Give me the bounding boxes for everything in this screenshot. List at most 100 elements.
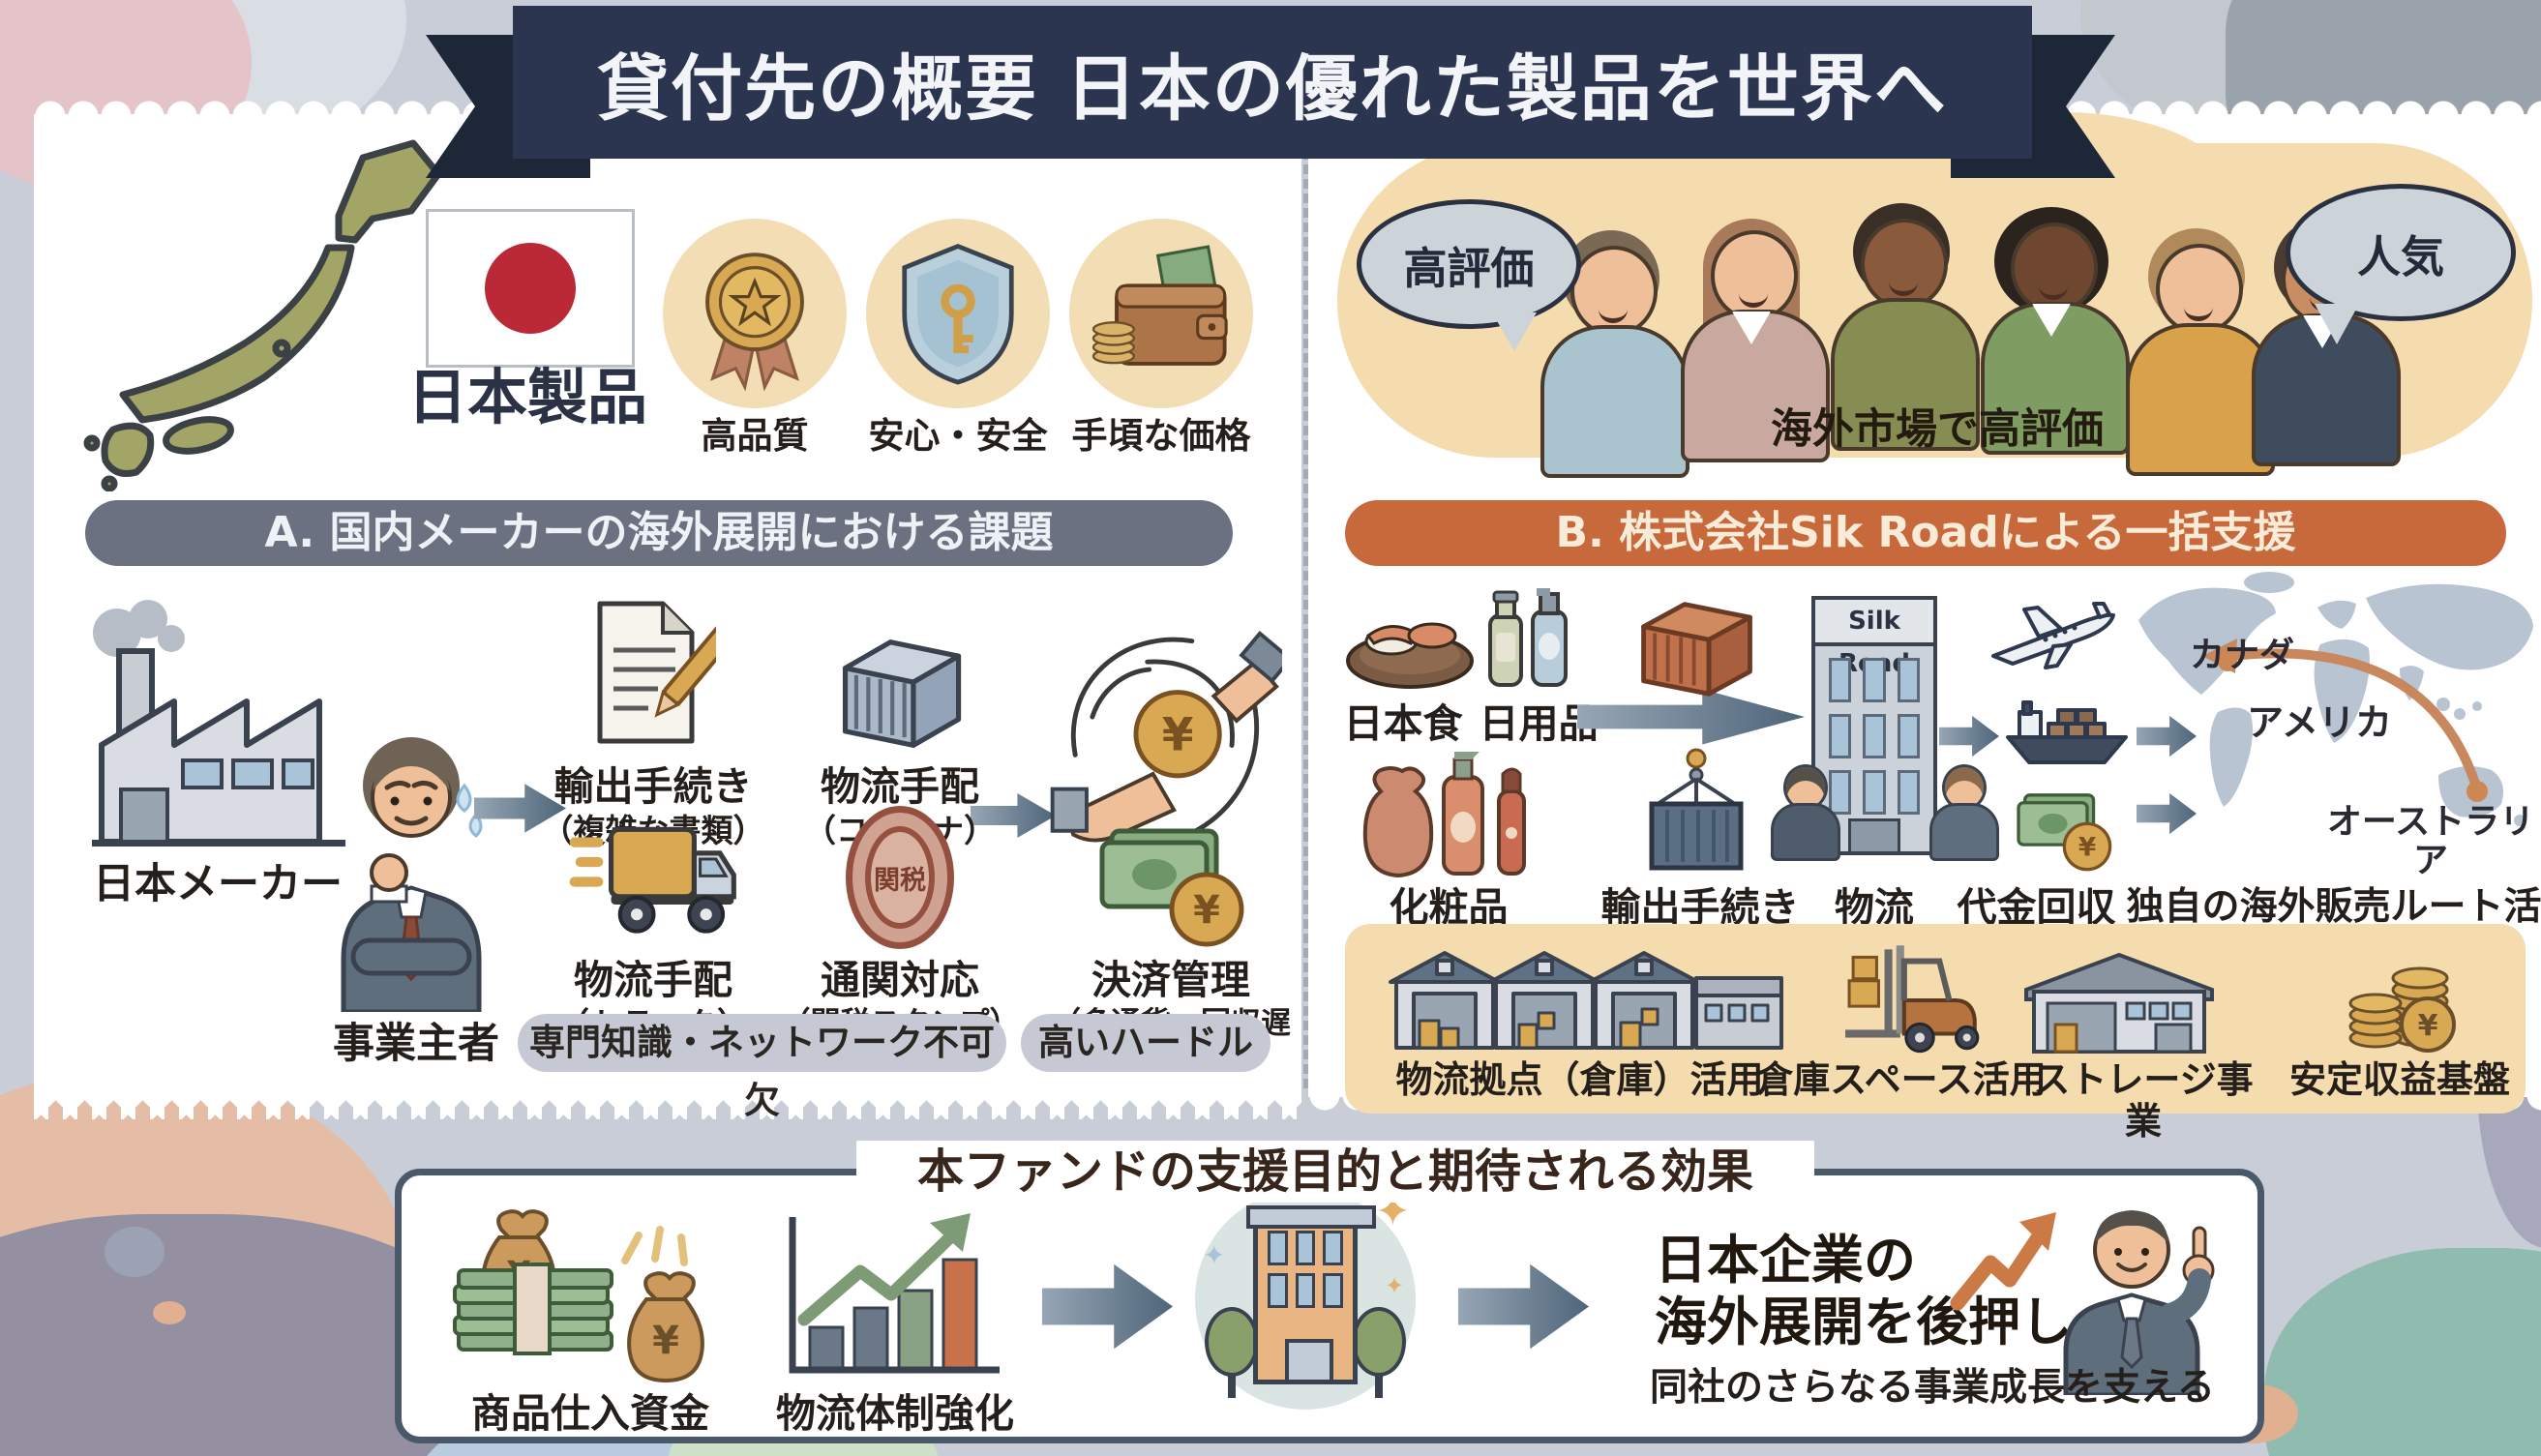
map-label-canada: カナダ: [2189, 636, 2294, 675]
pointing-businessman-icon: [2063, 1210, 2215, 1395]
orange-container-icon: [1641, 602, 1752, 697]
flag-sun: [485, 243, 576, 334]
sparkle-icon: ✦: [1203, 1239, 1226, 1271]
logistics-strength-label: 物流体制強化: [776, 1390, 1014, 1437]
feature-label: 安心・安全: [868, 415, 1048, 457]
world-map: [2138, 572, 2533, 826]
svg-text:¥: ¥: [2078, 833, 2096, 862]
speech-bubble-rating: 高評価: [1357, 199, 1581, 329]
quality-medal-icon: [663, 219, 847, 408]
building-windows: [1815, 646, 1933, 826]
growth-arrow-icon: [1950, 1212, 2056, 1311]
speech-bubble-popular: 人気: [2286, 184, 2516, 321]
warehouse-use-label: 物流拠点（倉庫）活用: [1395, 1058, 1764, 1101]
subline: 同社のさらなる事業成長を支える: [1650, 1366, 2215, 1410]
purchase-label: 商品仕入資金: [471, 1390, 709, 1437]
airplane-icon: [1991, 602, 2115, 669]
customs-stamp-icon: 関税: [774, 806, 1026, 949]
export-label: 輸出手続き: [1600, 884, 1800, 931]
title-banner: 貸付先の概要 日本の優れた製品を世界へ: [513, 6, 2032, 159]
payment-icon: ¥: [2017, 793, 2112, 872]
storage-strip: 物流拠点（倉庫）活用 倉庫スペース活用 ストレ: [1345, 924, 2526, 1142]
staff-person: [1771, 764, 1840, 861]
worried-businessman-icon: [341, 737, 483, 1012]
feature-label: 高品質: [701, 415, 809, 457]
factory-icon: [92, 600, 345, 847]
sushi-icon: [1346, 622, 1474, 689]
overseas-caption: 海外市場で高評価: [1771, 405, 2104, 454]
badge-expertise: 専門知識・ネットワーク不可欠: [518, 1014, 1006, 1121]
storage-warehouse-icon: [2024, 952, 2214, 1054]
logistics-label: 物流: [1835, 884, 1914, 931]
japan-flag-icon: [426, 209, 635, 368]
cargo-ship-icon: [2006, 700, 2128, 764]
bar-chart-icon: [789, 1213, 1000, 1374]
product-label: 日本製品: [406, 362, 647, 432]
crane-container-icon: [1649, 748, 1744, 871]
svg-text:¥: ¥: [2418, 1009, 2438, 1043]
customer-person: [2124, 228, 2275, 476]
feature-price: 手頃な価格: [1055, 219, 1268, 456]
step-title: 通関対応: [821, 957, 979, 1003]
daily-goods-icon: [1488, 588, 1568, 687]
building-sign: Silk Road: [1815, 600, 1933, 678]
badge-hurdle: 高いハードル: [1021, 1014, 1270, 1072]
feature-label: 手頃な価格: [1071, 415, 1251, 457]
svg-text:¥: ¥: [652, 1319, 679, 1363]
svg-text:¥: ¥: [1162, 708, 1194, 761]
background-blob: [2264, 1248, 2541, 1456]
left-panel-zigzag-bottom: [34, 1096, 1301, 1119]
staff-person: [1929, 764, 1999, 861]
arrow-right-icon: [1458, 1263, 1589, 1350]
customer-person: [1979, 207, 2130, 455]
space-use-label: 倉庫スペース活用: [1756, 1058, 2047, 1101]
fund-title: 本ファンドの支援目的と期待される効果: [856, 1141, 1814, 1203]
shield-key-icon: [866, 219, 1050, 408]
route-arc: [2226, 648, 2482, 794]
customer-person: [1679, 215, 1830, 462]
fund-panel: 本ファンドの支援目的と期待される効果 ¥ ¥ 商品仕入資金: [395, 1141, 2264, 1443]
background-blob: [105, 1227, 164, 1277]
step-logistics-truck: 物流手配 （トラック）: [523, 806, 784, 1043]
maker-label: 日本メーカー: [93, 860, 343, 908]
truck-icon: [523, 806, 784, 949]
section-a-header: A. 国内メーカーの海外展開における課題: [85, 500, 1233, 566]
income-label: 安定収益基盤: [2288, 1058, 2510, 1101]
background-blob: [153, 1301, 186, 1324]
left-panel: 日本製品 高品質: [34, 114, 1301, 1121]
page-title: 貸付先の概要 日本の優れた製品を世界へ: [597, 46, 1948, 131]
headline-line1: 日本企業の: [1655, 1230, 1916, 1291]
collection-label: 代金回収: [1957, 884, 2116, 931]
wallet-icon: [1069, 219, 1253, 408]
owner-label: 事業主者: [333, 1020, 499, 1068]
cosmetics-label: 化粧品: [1389, 884, 1509, 931]
stamp-text: 関税: [865, 826, 935, 929]
panel-divider: [1303, 121, 1308, 1088]
money-bags-icon: ¥ ¥: [453, 1209, 704, 1383]
food-label: 日本食: [1343, 700, 1463, 747]
step-customs: 関税 通関対応 （関税スタンプ）: [774, 806, 1026, 1041]
customer-person: [1539, 230, 1689, 478]
arrow-right-icon: [1042, 1263, 1173, 1350]
feature-safety: 安心・安全: [856, 219, 1060, 456]
sparkle-icon: ✦: [1385, 1272, 1405, 1299]
arrow-right-icon: [1939, 715, 1999, 758]
cosmetics-icon: [1362, 752, 1526, 878]
headline-line2: 海外展開を後押し: [1655, 1292, 2073, 1352]
map-label-australia: オーストラリア: [2326, 802, 2535, 881]
document-pencil-icon: [523, 593, 784, 756]
forklift-icon: [1845, 945, 1980, 1054]
company-building-icon: ✦ ✦ ✦: [1195, 1187, 1416, 1410]
step-title: 輸出手続き: [553, 763, 753, 810]
warehouses-icon: [1389, 951, 1783, 1050]
japan-map-icon: [83, 139, 442, 491]
step-title: 物流手配: [574, 957, 732, 1003]
customer-person: [1829, 203, 1980, 451]
map-label-america: アメリカ: [2246, 701, 2393, 744]
section-b-header: B. 株式会社Sik Roadによる一括支援: [1345, 500, 2506, 566]
right-panel: 高評価 人気 海外市場で高評価 B. 株式会社Sik Roadによる一括支援 日…: [1308, 112, 2541, 1142]
coins-icon: ¥: [2348, 966, 2456, 1053]
svg-text:¥: ¥: [1193, 888, 1220, 933]
feature-quality: 高品質: [653, 219, 856, 456]
